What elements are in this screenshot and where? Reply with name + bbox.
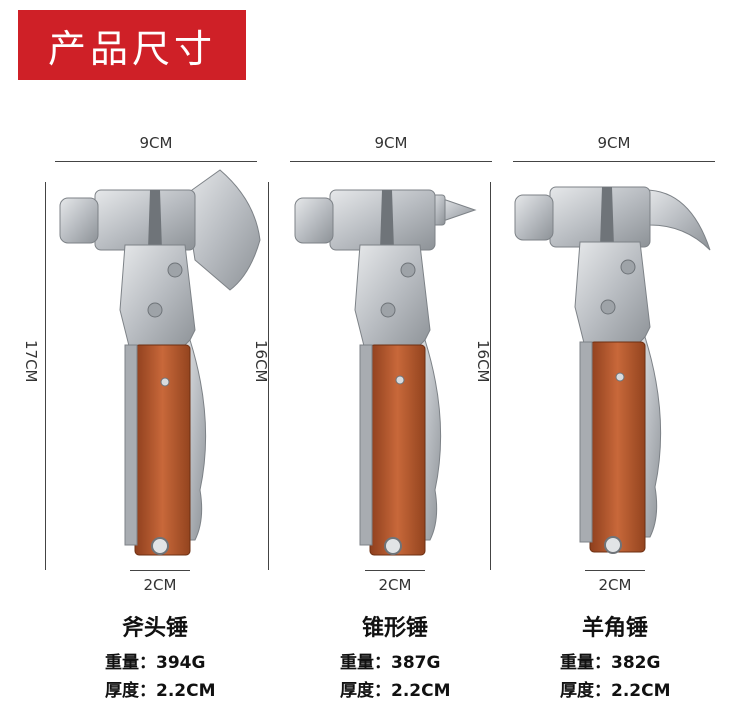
height-label: 17CM — [22, 340, 40, 383]
thickness-dimension: 2CM — [365, 570, 425, 598]
height-dimension-line — [45, 182, 46, 570]
thickness-dimension: 2CM — [585, 570, 645, 598]
product-weight: 重量：382G — [560, 653, 661, 673]
product-card-claw: 9CM 16CM 2CM 羊角锤 重量：382G 厚度：2.2CM — [470, 0, 715, 720]
product-card-axe: 9CM 17CM 2CM — [0, 0, 261, 720]
thickness-dim-label: 2CM — [378, 576, 412, 594]
height-label: 16CM — [252, 340, 270, 383]
height-dimension-line — [490, 182, 491, 570]
section-title: 产品尺寸 — [47, 26, 216, 71]
width-label: 9CM — [597, 134, 631, 152]
spike-hammer-image — [294, 189, 477, 556]
width-label: 9CM — [374, 134, 408, 152]
product-name: 锥形锤 — [361, 616, 428, 641]
claw-hammer-image — [514, 186, 711, 554]
product-weight: 重量：387G — [340, 653, 441, 673]
thickness-dim-label: 2CM — [143, 576, 177, 594]
width-dimension: 9CM — [513, 134, 715, 162]
product-name: 斧头锤 — [121, 616, 188, 641]
thickness-dim-label: 2CM — [598, 576, 632, 594]
thickness-dimension: 2CM — [130, 570, 190, 598]
product-thickness: 厚度：2.2CM — [105, 681, 216, 701]
section-title-banner: 产品尺寸 — [18, 10, 246, 80]
width-label: 9CM — [139, 134, 173, 152]
axe-hammer-image — [59, 169, 261, 556]
product-thickness: 厚度：2.2CM — [340, 681, 451, 701]
product-thickness: 厚度：2.2CM — [560, 681, 671, 701]
width-dimension: 9CM — [55, 134, 257, 162]
height-label: 16CM — [474, 340, 492, 383]
height-dimension-line — [268, 182, 269, 570]
width-dimension: 9CM — [290, 134, 492, 162]
product-card-spike: 9CM 16CM 2CM 锥形锤 重量：387G 厚 — [250, 0, 492, 720]
product-weight: 重量：394G — [105, 653, 206, 673]
product-name: 羊角锤 — [581, 616, 648, 641]
